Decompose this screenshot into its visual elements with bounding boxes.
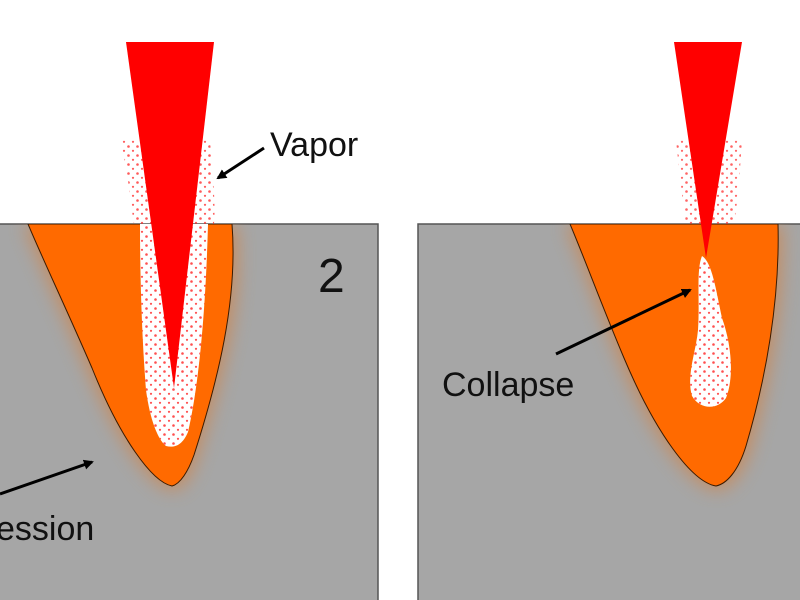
vapor-arrow xyxy=(216,146,265,180)
panel-stage-3: Collapse xyxy=(417,42,800,600)
panel-stage-2: 2 Vapor ession xyxy=(0,42,379,600)
melt-pool xyxy=(569,224,779,487)
collapse-arrow xyxy=(555,288,692,356)
depression-label: ession xyxy=(0,510,94,548)
depression-arrow xyxy=(0,459,94,496)
vapor-label: Vapor xyxy=(270,126,358,164)
collapse-label: Collapse xyxy=(442,366,574,404)
laser-beam xyxy=(674,42,742,258)
stage-number: 2 xyxy=(318,250,345,303)
collapsed-vapor xyxy=(690,256,731,407)
laser-beam xyxy=(126,42,214,388)
